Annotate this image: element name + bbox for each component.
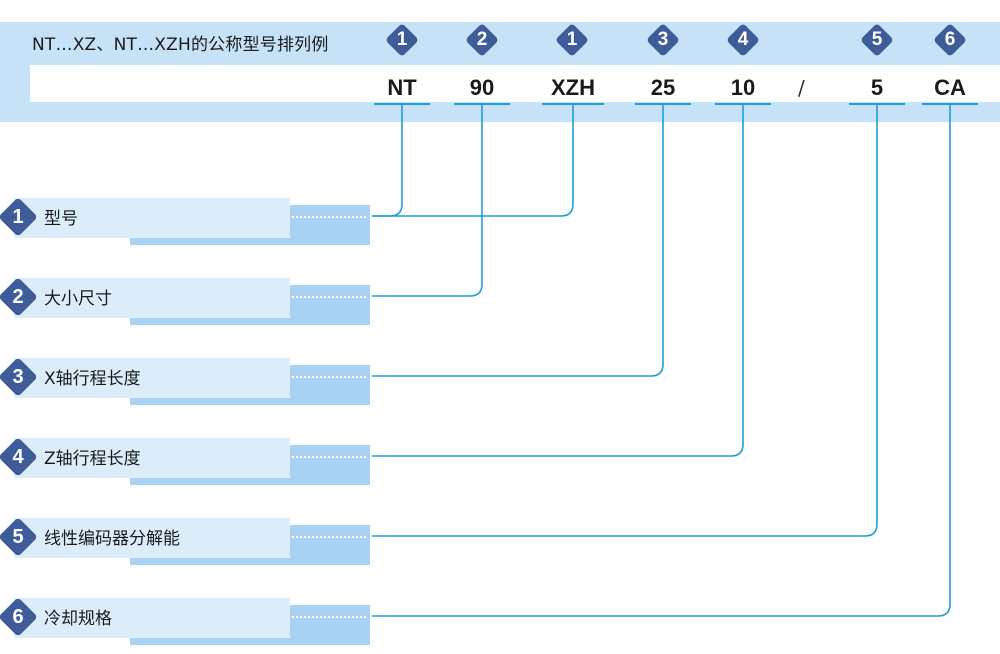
item-2-dots bbox=[292, 296, 366, 298]
item-4-label: Z轴行程长度 bbox=[44, 449, 141, 469]
code-segment-nt: NT bbox=[387, 75, 417, 100]
code-underline bbox=[849, 103, 905, 105]
code-underline bbox=[635, 103, 691, 105]
code-segment-xzh: XZH bbox=[551, 75, 595, 100]
item-3-box bbox=[14, 358, 290, 398]
item-6-box bbox=[14, 598, 290, 638]
connector-xzh bbox=[372, 105, 574, 217]
code-badge-1: 1 bbox=[384, 22, 420, 58]
code-segment-encoder: 5 bbox=[870, 75, 884, 100]
header-title: NT…XZ、NT…XZH的公称型号排列例 bbox=[32, 35, 329, 55]
item-2-label: 大小尺寸 bbox=[44, 289, 112, 309]
item-1-badge: 1 bbox=[0, 199, 36, 235]
item-6-badge: 6 bbox=[0, 599, 36, 635]
code-underline bbox=[542, 103, 604, 105]
item-1-box bbox=[14, 198, 290, 238]
item-3-label: X轴行程长度 bbox=[44, 369, 141, 389]
item-1-label: 型号 bbox=[44, 209, 78, 229]
connector-nt bbox=[372, 105, 403, 217]
item-1-dots bbox=[292, 216, 366, 218]
code-segment-cooling: CA bbox=[934, 75, 966, 100]
connector-encoder bbox=[372, 105, 878, 537]
item-4-badge: 4 bbox=[0, 439, 36, 475]
item-5-dots bbox=[292, 536, 366, 538]
header-code-strip bbox=[30, 65, 1000, 102]
code-separator: / bbox=[798, 76, 805, 100]
item-4-dots bbox=[292, 456, 366, 458]
code-badge-3: 1 bbox=[554, 22, 590, 58]
code-underline bbox=[374, 103, 430, 105]
code-badge-6: 5 bbox=[859, 22, 895, 58]
code-underline bbox=[454, 103, 510, 105]
item-3-badge: 3 bbox=[0, 359, 36, 395]
connector-cooling bbox=[372, 105, 951, 617]
code-badge-2: 2 bbox=[464, 22, 500, 58]
code-underline bbox=[922, 103, 978, 105]
code-segment-size: 90 bbox=[469, 75, 495, 100]
item-5-badge: 5 bbox=[0, 519, 36, 555]
code-badge-5: 4 bbox=[725, 22, 761, 58]
item-4-box bbox=[14, 438, 290, 478]
code-badge-7: 6 bbox=[932, 22, 968, 58]
code-segment-x-stroke: 25 bbox=[650, 75, 676, 100]
code-badge-4: 3 bbox=[645, 22, 681, 58]
item-6-dots bbox=[292, 616, 366, 618]
item-3-dots bbox=[292, 376, 366, 378]
code-underline bbox=[715, 103, 771, 105]
item-5-box bbox=[14, 518, 290, 558]
connector-z-stroke bbox=[372, 105, 744, 457]
code-segment-z-stroke: 10 bbox=[730, 75, 756, 100]
item-2-badge: 2 bbox=[0, 279, 36, 315]
item-6-label: 冷却规格 bbox=[44, 609, 112, 629]
connector-size bbox=[372, 105, 483, 297]
item-5-label: 线性编码器分解能 bbox=[44, 529, 180, 549]
item-2-box bbox=[14, 278, 290, 318]
connector-x-stroke bbox=[372, 105, 664, 377]
